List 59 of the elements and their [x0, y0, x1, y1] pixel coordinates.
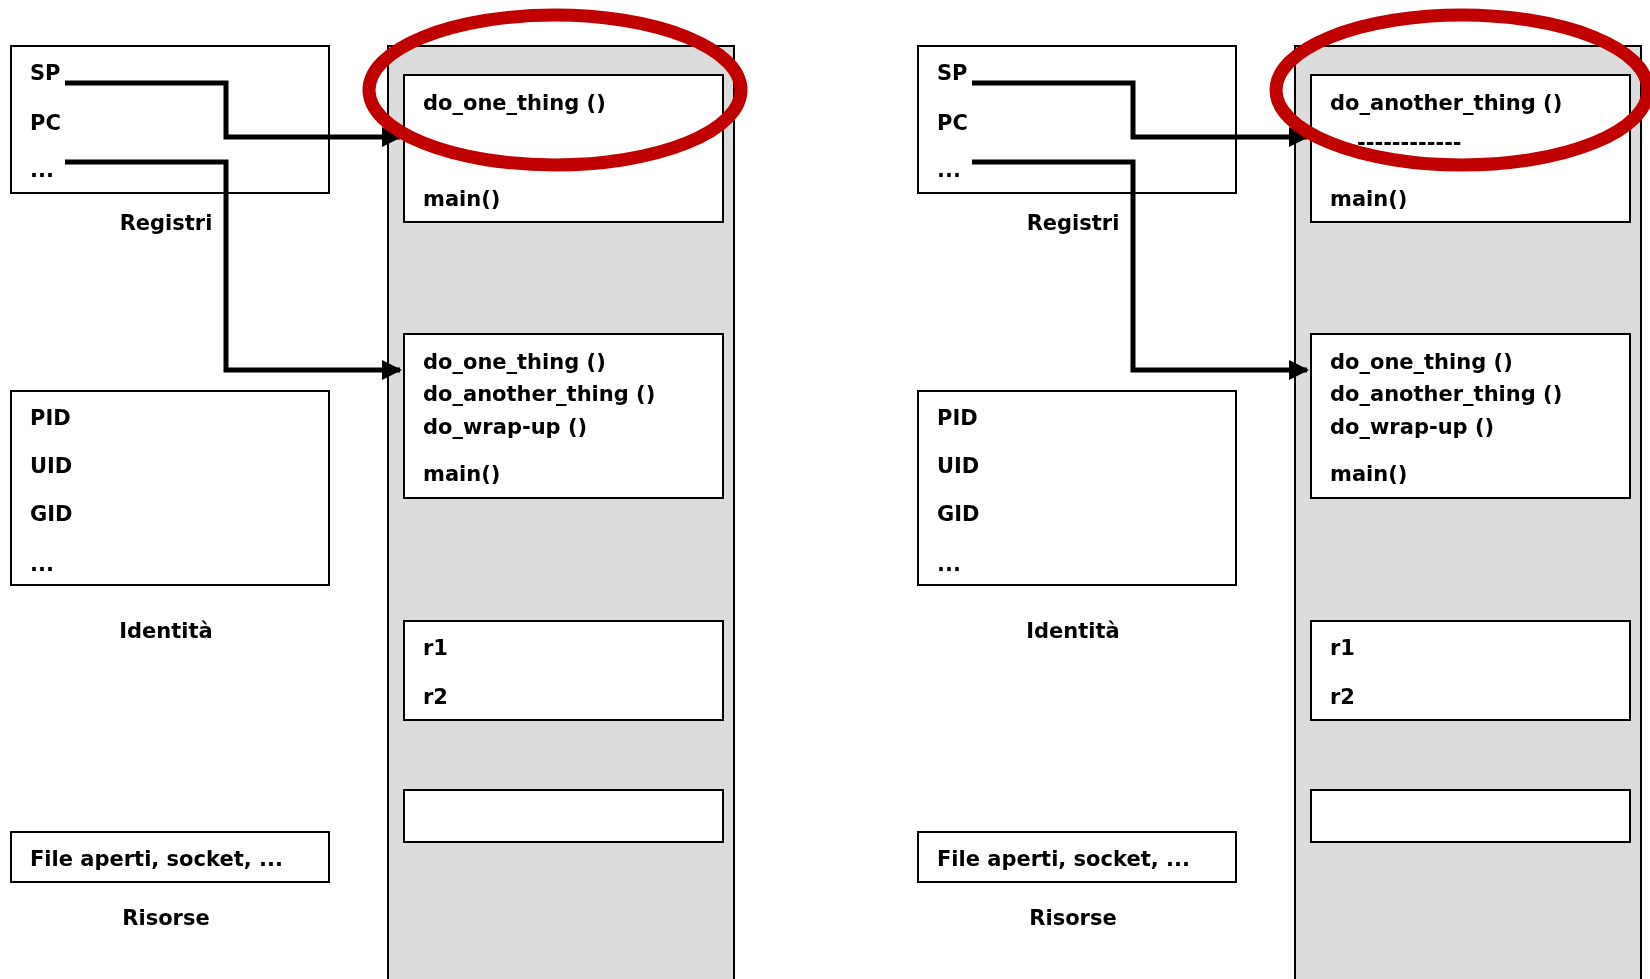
memory-slot-box [403, 789, 724, 843]
resource-text: File aperti, socket, ... [30, 847, 283, 871]
stack-frame-text: ------------ [1357, 131, 1462, 155]
identifier-name: PID [30, 406, 71, 430]
identifier-name: GID [30, 502, 73, 526]
frame-box [1310, 74, 1631, 223]
identifier-name: UID [937, 454, 980, 478]
stack-frame-text: do_one_thing () [423, 91, 606, 115]
arrow [65, 80, 402, 147]
stack-column [1294, 45, 1642, 979]
register-name: SP [30, 61, 61, 85]
register-name: PC [30, 111, 61, 135]
resource-text: File aperti, socket, ... [937, 847, 1190, 871]
stack-frame-text: main() [1330, 462, 1408, 486]
stack-frame-text: main() [1330, 187, 1408, 211]
frame-box [403, 333, 724, 499]
identifier-name: PID [937, 406, 978, 430]
variable-name: r1 [423, 636, 448, 660]
identifier-name: GID [937, 502, 980, 526]
register-name: PC [937, 111, 968, 135]
frame-box [403, 74, 724, 223]
section-caption: Risorse [1029, 906, 1117, 930]
stack-frame-text: do_one_thing () [1330, 350, 1513, 374]
identifier-name: UID [30, 454, 73, 478]
section-caption: Identità [1026, 619, 1120, 643]
section-caption: Registri [119, 211, 213, 235]
stack-frame-text: do_wrap-up () [1330, 415, 1495, 439]
variable-name: r2 [1330, 685, 1355, 709]
stack-frame-text: do_another_thing () [423, 382, 656, 406]
arrow [972, 80, 1309, 147]
stack-frame-text: main() [423, 462, 501, 486]
section-caption: Registri [1026, 211, 1120, 235]
variable-name: r2 [423, 685, 448, 709]
identifier-name: ... [30, 552, 54, 576]
section-caption: Identità [119, 619, 213, 643]
arrow [65, 159, 402, 380]
arrow [972, 159, 1309, 380]
frame-box [1310, 333, 1631, 499]
variable-name: r1 [1330, 636, 1355, 660]
frame-box [403, 620, 724, 721]
section-caption: Risorse [122, 906, 210, 930]
identifier-name: ... [937, 552, 961, 576]
frame-box [10, 390, 330, 586]
frame-box [917, 390, 1237, 586]
stack-column [387, 45, 735, 979]
register-name: ... [30, 158, 54, 182]
memory-slot-box [1310, 789, 1631, 843]
stack-frame-text: do_another_thing () [1330, 91, 1563, 115]
register-name: SP [937, 61, 968, 85]
frame-box [917, 45, 1237, 194]
stack-frame-text: main() [423, 187, 501, 211]
stack-frame-text: do_wrap-up () [423, 415, 588, 439]
register-name: ... [937, 158, 961, 182]
frame-box [10, 45, 330, 194]
frame-box [917, 831, 1237, 883]
stack-frame-text: do_one_thing () [423, 350, 606, 374]
stack-frame-text: do_another_thing () [1330, 382, 1563, 406]
frame-box [10, 831, 330, 883]
frame-box [1310, 620, 1631, 721]
